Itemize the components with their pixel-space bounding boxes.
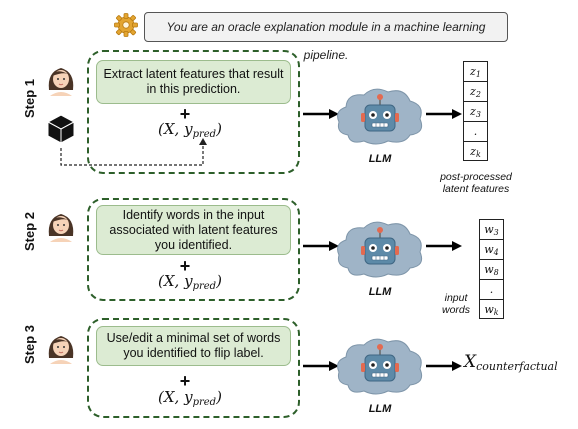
llm-label: LLM [368, 403, 392, 415]
system-prompt-box: You are an oracle explanation module in … [144, 12, 508, 62]
input-word-cell: w3 [480, 220, 503, 240]
arrow-to-llm-2 [303, 241, 339, 251]
gear-icon [114, 13, 138, 37]
latent-feature-cell: z1 [464, 62, 487, 82]
latent-feature-cell: z3 [464, 102, 487, 122]
input-word-cell: . [480, 280, 503, 300]
step-3-prompt: Use/edit a minimal set of words you iden… [96, 326, 291, 366]
robot-cloud-icon [337, 338, 423, 395]
plus-sign: + [179, 104, 191, 124]
step-1-prompt: Extract latent features that result in t… [96, 60, 291, 104]
input-word-cell: w4 [480, 240, 503, 260]
input-words-caption: input words [441, 292, 470, 316]
llm-label: LLM [368, 153, 392, 165]
step-2-prompt: Identify words in the input associated w… [96, 205, 291, 255]
plus-sign: + [179, 371, 191, 391]
step-3-label: Step 3 [22, 324, 37, 364]
arrow-to-output-3 [426, 361, 462, 371]
woman-avatar-icon [48, 68, 74, 96]
step-3-formula: (X, ypred) [158, 388, 222, 408]
arrow-to-llm-3 [303, 361, 339, 371]
step-3-input-group [87, 318, 300, 418]
woman-avatar-icon [48, 214, 74, 242]
step-2-formula: (X, ypred) [158, 272, 222, 292]
llm-label: LLM [368, 286, 392, 298]
robot-cloud-icon [337, 88, 423, 145]
woman-avatar-icon [48, 336, 74, 364]
arrow-to-output-1 [426, 109, 462, 119]
latent-features-caption: post-processed latent features [440, 171, 512, 195]
step-1-formula: (X, ypred) [158, 120, 222, 140]
counterfactual-output: Xcounterfactual [464, 352, 558, 373]
latent-feature-cell: z2 [464, 82, 487, 102]
input-words-stack: w3 w4 w8 . wk [479, 219, 504, 319]
robot-cloud-icon [337, 221, 423, 278]
latent-feature-cell: . [464, 122, 487, 142]
step-2-input-group [87, 198, 300, 301]
input-word-cell: wk [484, 303, 499, 317]
arrow-to-output-2 [426, 241, 462, 251]
input-word-cell: w8 [480, 260, 503, 280]
step-2-label: Step 2 [22, 211, 37, 251]
latent-feature-stack: z1 z2 z3 . zk [463, 61, 488, 161]
step-1-input-group [87, 50, 300, 174]
latent-feature-cell: zk [470, 145, 481, 159]
arrow-to-llm-1 [303, 109, 339, 119]
black-box-cube-icon [46, 114, 76, 144]
plus-sign: + [179, 256, 191, 276]
